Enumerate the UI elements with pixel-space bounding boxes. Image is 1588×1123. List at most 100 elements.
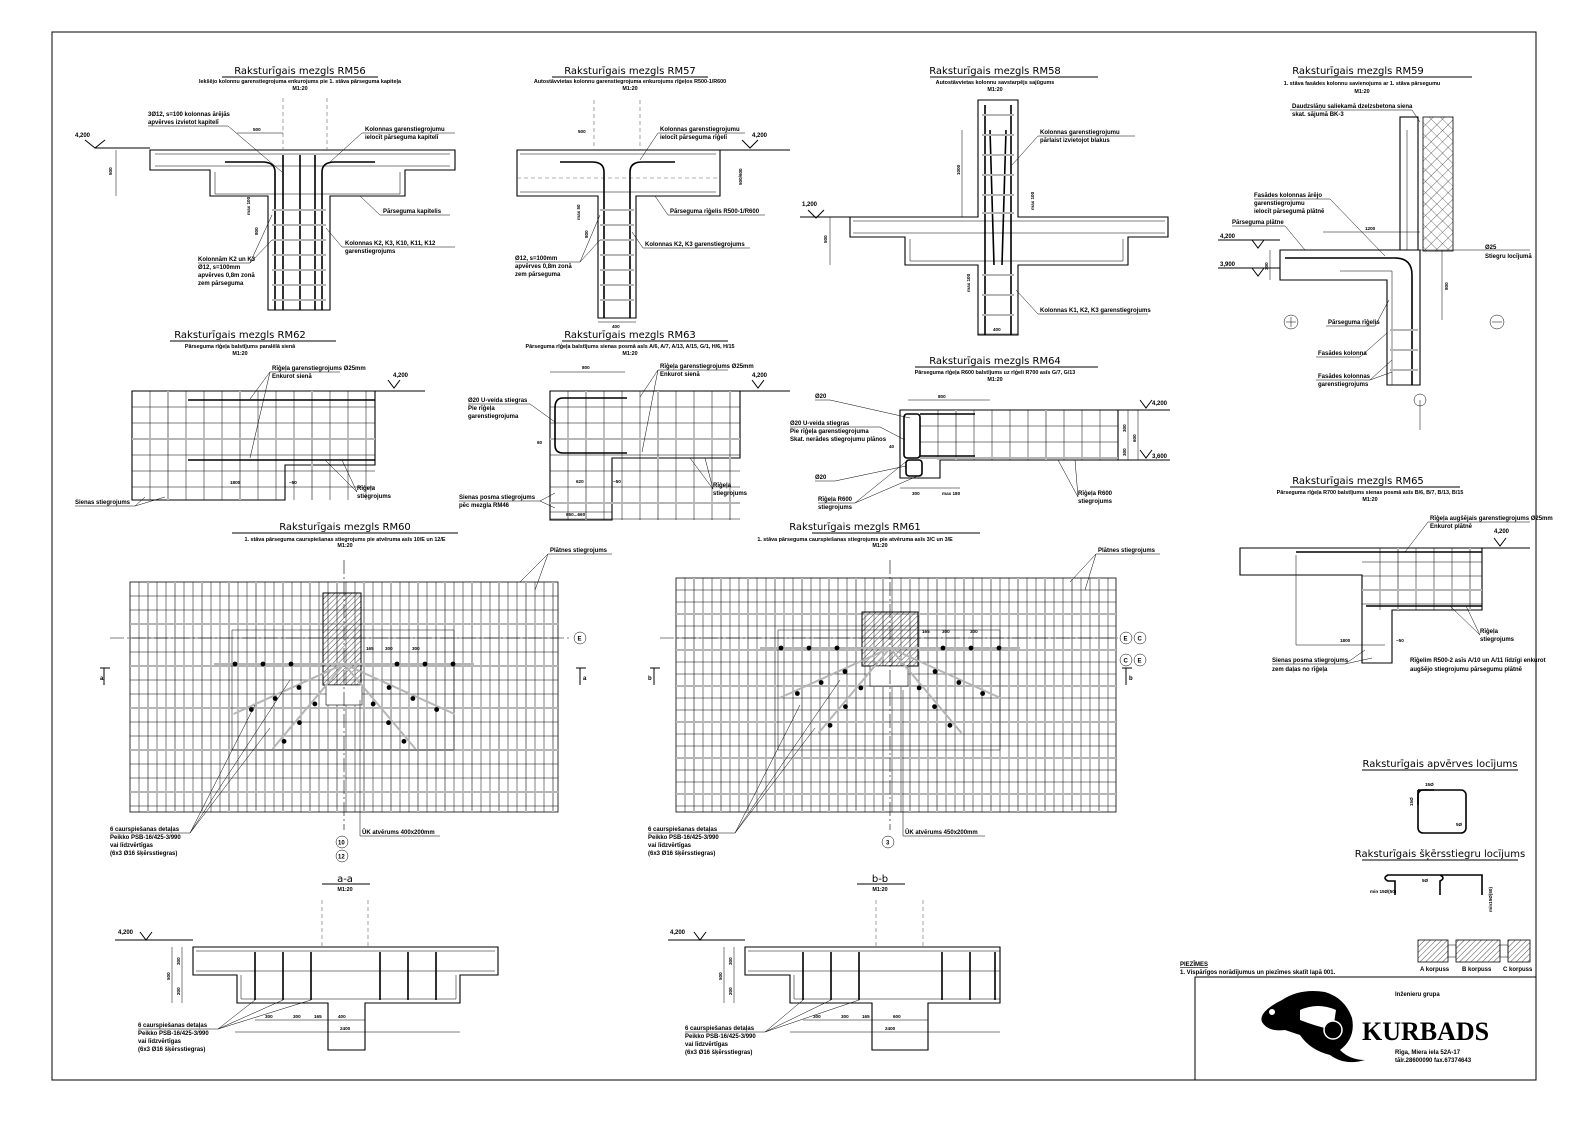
- stud-marker: [947, 722, 953, 728]
- stud-marker: [827, 722, 833, 728]
- detail-scale: M1:20: [337, 543, 352, 549]
- detail-title: Raksturīgais mezgls RM64: [929, 356, 1061, 367]
- detail-rm58: Raksturīgais mezgls RM58 Autostāvvietas …: [800, 66, 1169, 336]
- dimension: ~50: [289, 480, 297, 485]
- callout-label: Kolonnas garenstiegrojumu: [365, 127, 445, 133]
- stud-marker: [312, 701, 318, 707]
- dimension: max 100: [1030, 191, 1035, 210]
- axis-label: E: [1124, 637, 1128, 643]
- callout-label: apvērves 0,8m zonā: [515, 264, 572, 270]
- axis-label: 3: [886, 841, 890, 847]
- axis-label: 12: [338, 855, 345, 861]
- stud-marker: [794, 691, 800, 696]
- stud-marker: [422, 661, 428, 667]
- dimension: 300: [1122, 448, 1127, 456]
- callout-label: pēc mezgla RM46: [459, 503, 510, 509]
- detail-subtitle: 1. stāva pārseguma caurspiešanas stiegro…: [757, 537, 953, 543]
- detail-subtitle: Pārseguma rīģeļa R700 balstījums sienas …: [1277, 489, 1464, 496]
- detail-subtitle: 1. stāva fasādes kolonnu savienojums ar …: [1284, 81, 1440, 87]
- dimension: 300: [412, 646, 420, 651]
- callout-label: vai līdzvērtīgas: [110, 843, 154, 849]
- stud-marker: [296, 685, 302, 690]
- callout-label: garenstiegrojums: [345, 249, 396, 255]
- dimension: 300: [942, 629, 950, 634]
- detail-subtitle: Autostāvvietas kolonnu savstarpējs sajūg…: [936, 80, 1055, 86]
- callout-label: Stiegru locījumā: [1485, 254, 1532, 260]
- callout-label: 6 caurspiešanas detaļas: [685, 1026, 755, 1032]
- callout-label: Rīģeļa garenstiegrojums Ø25mm: [660, 363, 754, 370]
- callout-label: Kolonnas K2, K3 garenstiegrojums: [645, 242, 745, 248]
- level-mark: 3,600: [1152, 454, 1168, 460]
- callout-label: Skat. nerādes stiegrojumu plānos: [790, 437, 887, 443]
- dimension: 500: [823, 235, 828, 243]
- dimension: 800: [582, 365, 590, 370]
- rebar-grid: [550, 391, 740, 520]
- building-a: [1417, 939, 1449, 963]
- building-b: [1455, 939, 1501, 963]
- stud-marker: [394, 661, 400, 667]
- minus-icon: [1489, 314, 1505, 330]
- callout-label: Plātnes stiegrojums: [550, 548, 608, 554]
- detail-scale: M1:20: [622, 86, 637, 92]
- dimension: 300: [176, 957, 181, 965]
- stud-marker: [288, 661, 294, 667]
- company-group: Inženieru grupa: [1395, 992, 1440, 998]
- detail-rm62: Raksturīgais mezgls RM62 Pārseguma rīģeļ…: [75, 330, 425, 507]
- callout-label: vai līdzvērtīgas: [685, 1042, 729, 1048]
- detail-rm61: Raksturīgais mezgls RM61 1. stāva pārseg…: [648, 522, 1160, 857]
- key-plan-label: A korpuss: [1420, 967, 1450, 973]
- callout-label: Enkurot sienā: [660, 372, 700, 378]
- dimension: 300: [1122, 424, 1127, 432]
- callout-label: Rīģeļa augšējais garenstiegrojums Ø25mm: [1430, 515, 1553, 522]
- level-mark: 4,200: [670, 930, 686, 936]
- level-mark: 4,200: [75, 133, 91, 139]
- rebar-grid: [920, 410, 1118, 460]
- callout-label: Sienas posma stiegrojums: [1272, 658, 1349, 664]
- dimension: max 100: [246, 196, 251, 215]
- axis-label: E: [1138, 659, 1142, 665]
- callout-label: Sienas posma stiegrojums: [459, 495, 536, 501]
- detail-scale: M1:20: [987, 87, 1002, 93]
- callout-label: (6x3 Ø16 šķērsstiegras): [648, 851, 715, 857]
- opening: [869, 665, 909, 687]
- callout-label: stiegrojums: [818, 505, 853, 511]
- dimension: 200: [728, 987, 733, 995]
- detail-title: Raksturīgais mezgls RM62: [174, 330, 306, 341]
- detail-rm64: Raksturīgais mezgls RM64 Pārseguma rīģeļ…: [790, 356, 1170, 511]
- plus-icon: [1283, 314, 1299, 330]
- rebar-line: [889, 647, 963, 734]
- callout-label: 6 caurspiešanas detaļas: [648, 827, 718, 833]
- dimension: 1800: [230, 480, 241, 485]
- dimension: 300: [813, 1014, 821, 1019]
- callout-label: Ø20: [815, 475, 827, 481]
- stud-marker: [272, 696, 278, 701]
- callout-label: pārlaist izvietojot blakus: [1040, 138, 1110, 144]
- callout-label: Enkurot plātnē: [1430, 524, 1473, 530]
- dimension: 600: [1132, 434, 1137, 442]
- callout-label: apvērves izvietot kapitelī: [148, 120, 219, 126]
- stud-marker: [248, 707, 254, 712]
- level-mark: 3,900: [1220, 262, 1236, 268]
- notes-heading: PIEZĪMES: [1180, 961, 1208, 968]
- stirrup-bend-detail: Raksturīgais apvērves locījums 15Ø 15Ø 5…: [1362, 759, 1518, 834]
- detail-rm65: Raksturīgais mezgls RM65 Pārseguma rīģeļ…: [1239, 476, 1553, 673]
- stud-marker: [834, 645, 840, 651]
- stud-marker: [940, 645, 946, 651]
- dimension: max 50: [576, 204, 581, 220]
- detail-rm60: Raksturīgais mezgls RM60 1. stāva pārseg…: [100, 522, 612, 863]
- callout-label: ielocīt pārseguma rīģelī: [660, 134, 727, 141]
- detail-title: Raksturīgais apvērves locījums: [1362, 759, 1517, 770]
- section-bb: b-b M1:20 4,200 6 caurspiešanas detaļas …: [668, 874, 1001, 1056]
- callout-label: (6x3 Ø16 šķērsstiegras): [138, 1047, 205, 1053]
- callout-label: Rīģeļa garenstiegrojums Ø25mm: [272, 365, 366, 372]
- sheet-border: [51, 31, 1537, 1081]
- dimension: 165: [862, 1014, 870, 1019]
- stud-marker: [996, 645, 1002, 651]
- dimension: 500/600: [738, 168, 743, 185]
- callout-label: Ø20 U-veida stiegras: [790, 421, 850, 427]
- callout-label: stiegrojums: [1078, 499, 1113, 505]
- callout-label: Rīģeļa: [357, 485, 376, 492]
- stud-marker: [232, 661, 238, 667]
- dimension: 500: [166, 972, 171, 980]
- rebar-line: [817, 647, 891, 734]
